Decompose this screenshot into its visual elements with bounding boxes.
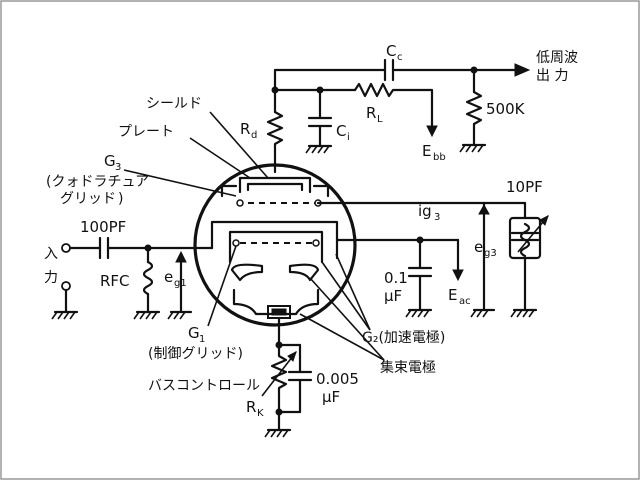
- shield-label: シールド: [146, 96, 202, 112]
- eg3-sub: g3: [484, 248, 497, 259]
- eac-sub: ac: [459, 296, 471, 307]
- g3-label: G: [104, 152, 116, 170]
- g1-sub: 1: [199, 334, 205, 345]
- vacuum-tube: [178, 163, 357, 327]
- rl-sub: L: [377, 114, 383, 125]
- rk-sub: K: [257, 408, 264, 419]
- g1-leader: [207, 245, 237, 327]
- rd-resistor: [266, 110, 284, 174]
- g1-desc: (制御グリッド): [148, 346, 243, 362]
- ebb-label: E: [422, 142, 431, 160]
- cc-label: C: [386, 42, 396, 60]
- rd-label: R: [240, 120, 250, 138]
- g2-desc: G₂(加速電極): [362, 330, 445, 346]
- g3-desc-1: (クォドラチュア: [46, 174, 149, 190]
- ebb-sub: bb: [433, 152, 446, 163]
- plate-label: プレート: [118, 124, 174, 140]
- g3-tank-circuit: [353, 201, 549, 318]
- rk-label: R: [246, 398, 256, 416]
- g1-label: G: [188, 324, 200, 342]
- c01-label-1: 0.1: [384, 269, 408, 287]
- beam-desc: 集束電極: [380, 359, 436, 376]
- ci-label: C: [336, 122, 346, 140]
- beam-leader-1: [309, 277, 385, 361]
- input-label-1: 入: [44, 246, 58, 262]
- ci-sub: i: [347, 132, 350, 143]
- c0005-label-2: μF: [322, 388, 340, 406]
- eac-label: E: [448, 286, 457, 304]
- c0005-label-1: 0.005: [316, 370, 359, 388]
- output-label-1: 低周波: [536, 50, 578, 66]
- output-label-2: 出 力: [536, 68, 568, 84]
- ig3-label: ig: [418, 202, 432, 220]
- r500k-label: 500K: [486, 100, 526, 118]
- ig3-sub: 3: [434, 212, 440, 223]
- g2-leader-1: [321, 261, 371, 331]
- beam-leader-2: [299, 313, 385, 361]
- rd-sub: d: [251, 130, 257, 141]
- r500k-resistor: [459, 68, 487, 153]
- c10pf-label: 10PF: [506, 178, 543, 196]
- eg1-label: e: [164, 268, 173, 286]
- rfc-label: RFC: [100, 272, 130, 290]
- cathode-network: [261, 316, 313, 438]
- g3-desc-2: グリッド: [60, 191, 116, 207]
- c01-label-2: μF: [384, 287, 402, 305]
- g2-supply: [335, 236, 464, 318]
- g3-sub: 3: [115, 162, 121, 173]
- c100pf-label: 100PF: [80, 218, 126, 236]
- plate-load-network: [271, 82, 438, 154]
- rl-label: R: [366, 104, 376, 122]
- input-label-2: 力: [44, 270, 58, 286]
- cc-sub: c: [397, 52, 403, 63]
- eg1-sub: g1: [174, 278, 187, 289]
- input-network: [51, 236, 193, 320]
- bias-desc: バスコントロール: [148, 378, 260, 394]
- eg3-label: e: [474, 238, 483, 256]
- g3-desc-close: ): [118, 191, 123, 207]
- g2-leader-2: [335, 253, 371, 331]
